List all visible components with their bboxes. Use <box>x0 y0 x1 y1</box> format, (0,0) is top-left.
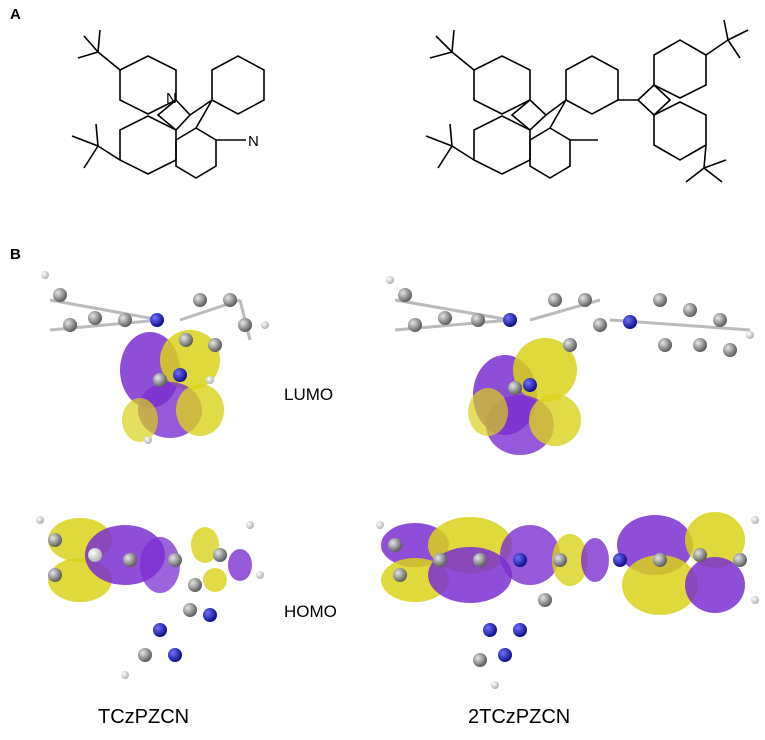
molecule-name-left: TCzPZCN <box>98 706 190 728</box>
lumo-label: LUMO <box>284 385 334 404</box>
homo-label: HOMO <box>284 602 337 621</box>
lumo-2tczpzcn <box>386 276 754 455</box>
carbazole-pyrrole <box>156 98 192 132</box>
atoms <box>386 276 754 395</box>
phenyl-ring <box>211 55 265 115</box>
carbazole-ring-lower <box>119 115 177 175</box>
molecule-name-right: 2TCzPZCN <box>468 706 571 728</box>
lumo-lobes <box>468 338 581 455</box>
atom-label-n: N <box>166 90 177 107</box>
structure-tczpzcn <box>71 29 265 179</box>
panel-label-a: A <box>10 6 21 23</box>
homo-2tczpzcn <box>376 512 759 689</box>
atoms <box>376 516 759 689</box>
atoms <box>41 271 269 444</box>
atom-label-cn: N <box>248 133 259 150</box>
atoms <box>36 516 264 679</box>
lumo-tczpzcn <box>41 271 269 444</box>
panel-label-b: B <box>10 246 21 263</box>
structure-2tczpzcn <box>425 19 749 183</box>
pyrazine-ring <box>175 127 217 179</box>
central-phenyl-ring <box>565 55 619 115</box>
homo-tczpzcn <box>36 516 264 679</box>
homo-lobes <box>381 512 745 615</box>
lumo-lobes <box>120 330 224 442</box>
